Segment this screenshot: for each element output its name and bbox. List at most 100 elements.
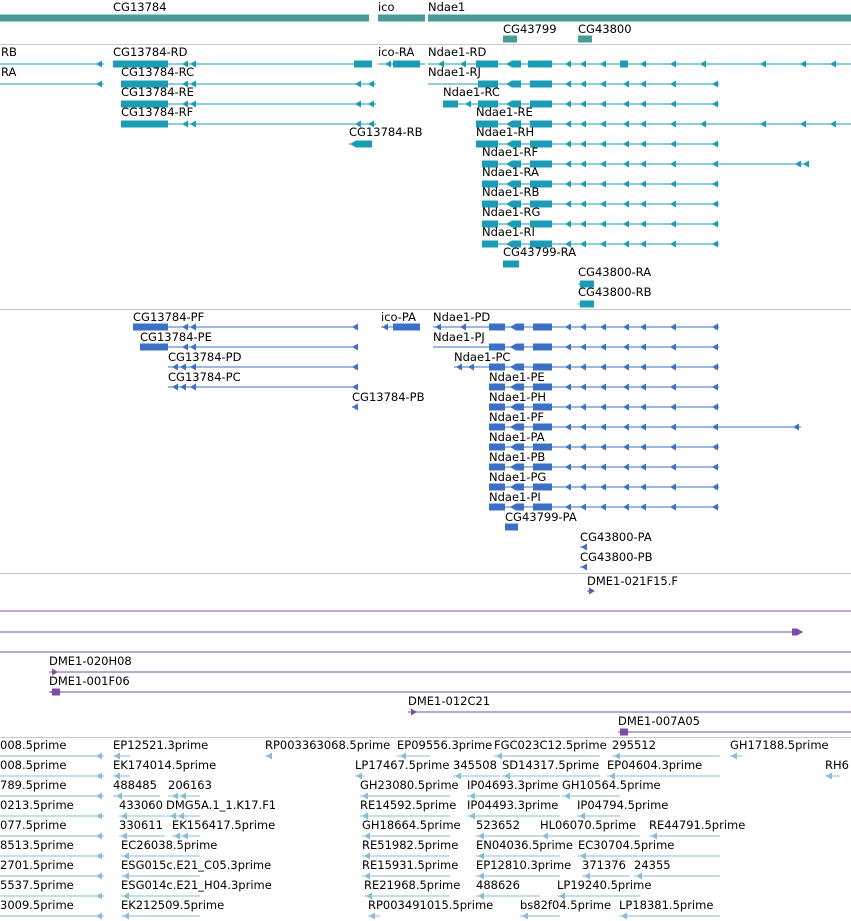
mrna-feature-label[interactable]: CG43799-RA: [503, 245, 577, 259]
est-feature-label[interactable]: 488485: [113, 778, 157, 792]
est-feature-label[interactable]: 523652: [476, 818, 520, 832]
protein-feature-label[interactable]: Ndae1-PG: [489, 470, 547, 484]
protein-feature-label[interactable]: Ndae1-PA: [489, 430, 545, 444]
mrna-feature-label[interactable]: CG13784-RC: [121, 65, 195, 79]
est-feature-label[interactable]: 0213.5prime: [0, 798, 74, 812]
est-feature-label[interactable]: EP04604.3prime: [607, 758, 703, 772]
mrna-feature-label[interactable]: RA: [1, 65, 17, 79]
mrna-feature-label[interactable]: Ndae1-RC: [443, 85, 500, 99]
est-feature-label[interactable]: RE44791.5prime: [649, 818, 746, 832]
mrna-feature-label[interactable]: Ndae1-RB: [482, 185, 540, 199]
est-feature-label[interactable]: LP18381.5prime: [619, 898, 714, 912]
est-feature-label[interactable]: EK156417.5prime: [172, 818, 276, 832]
est-feature-label[interactable]: RP003491015.5prime: [368, 898, 494, 912]
est-feature-label[interactable]: 488626: [476, 878, 520, 892]
mrna-feature-label[interactable]: Ndae1-RH: [476, 125, 535, 139]
est-feature-label[interactable]: 008.5prime: [0, 738, 67, 752]
est-feature-label[interactable]: 206163: [168, 778, 212, 792]
mrna-feature-label[interactable]: Ndae1-RJ: [428, 65, 481, 79]
est-feature-label[interactable]: GH17188.5prime: [730, 738, 829, 752]
est-feature-label[interactable]: RE15931.5prime: [362, 858, 459, 872]
est-feature-label[interactable]: HL06070.5prime: [540, 818, 637, 832]
est-feature-label[interactable]: 008.5prime: [0, 758, 67, 772]
gene-feature-label[interactable]: CG13784: [113, 0, 167, 14]
gene-feature-label[interactable]: Ndae1: [428, 0, 466, 14]
est-feature-label[interactable]: RH6: [825, 758, 849, 772]
mrna-feature-label[interactable]: CG13784-RF: [121, 105, 194, 119]
est-feature-label[interactable]: IP04493.3prime: [467, 798, 559, 812]
clone-feature-label[interactable]: DME1-021F15.F: [587, 574, 678, 588]
est-feature-label[interactable]: ESG015c.E21_C05.3prime: [121, 858, 272, 872]
est-feature-label[interactable]: EP12521.3prime: [113, 738, 209, 752]
protein-feature-label[interactable]: CG43800-PA: [580, 530, 652, 544]
protein-feature-label[interactable]: Ndae1-PC: [454, 350, 511, 364]
est-feature-label[interactable]: 345508: [453, 758, 497, 772]
est-feature-label[interactable]: 2701.5prime: [0, 858, 74, 872]
mrna-feature-label[interactable]: ico-RA: [378, 45, 415, 59]
gene-feature-label[interactable]: CG43799: [503, 22, 557, 36]
protein-feature-label[interactable]: CG13784-PB: [352, 390, 425, 404]
est-feature-label[interactable]: EN04036.5prime: [476, 838, 573, 852]
protein-feature-label[interactable]: Ndae1-PI: [489, 490, 541, 504]
est-feature-label[interactable]: 077.5prime: [0, 818, 67, 832]
est-feature-label[interactable]: EP09556.3prime: [397, 738, 493, 752]
est-feature-label[interactable]: GH18664.5prime: [362, 818, 461, 832]
est-feature-label[interactable]: 3009.5prime: [0, 898, 74, 912]
clone-feature-label[interactable]: DME1-020H08: [49, 654, 132, 668]
clone-feature-label[interactable]: DME1-007A05: [618, 714, 700, 728]
est-feature-label[interactable]: 433060: [119, 798, 163, 812]
mrna-feature-label[interactable]: CG13784-RB: [349, 125, 423, 139]
est-feature-label[interactable]: bs82f04.5prime: [520, 898, 612, 912]
protein-feature-label[interactable]: CG13784-PF: [133, 310, 205, 324]
est-feature-label[interactable]: RE51982.5prime: [362, 838, 459, 852]
est-feature-label[interactable]: EP12810.3prime: [476, 858, 572, 872]
mrna-feature-label[interactable]: Ndae1-RA: [482, 165, 539, 179]
est-feature-label[interactable]: EK212509.5prime: [121, 898, 225, 912]
est-feature-label[interactable]: IP04794.5prime: [577, 798, 669, 812]
est-feature-label[interactable]: FGC023C12.5prime: [494, 738, 607, 752]
mrna-feature-label[interactable]: Ndae1-RI: [482, 225, 535, 239]
protein-feature-label[interactable]: CG43800-PB: [580, 550, 653, 564]
protein-feature-label[interactable]: CG43799-PA: [505, 510, 577, 524]
mrna-feature-label[interactable]: RB: [1, 45, 17, 59]
mrna-feature-label[interactable]: Ndae1-RE: [476, 105, 533, 119]
est-feature-label[interactable]: LP19240.5prime: [557, 878, 652, 892]
est-feature-label[interactable]: EC30704.5prime: [578, 838, 675, 852]
mrna-feature-label[interactable]: CG13784-RD: [113, 45, 188, 59]
protein-feature-label[interactable]: Ndae1-PH: [489, 390, 547, 404]
est-feature-label[interactable]: RP003363068.5prime: [265, 738, 391, 752]
mrna-feature-label[interactable]: CG13784-RE: [121, 85, 194, 99]
clone-feature-label[interactable]: DME1-001F06: [49, 674, 130, 688]
est-feature-label[interactable]: DMG5A.1_1.K17.F1: [166, 798, 277, 812]
est-feature-label[interactable]: RE14592.5prime: [360, 798, 457, 812]
est-feature-label[interactable]: LP17467.5prime: [355, 758, 450, 772]
mrna-feature-label[interactable]: Ndae1-RG: [482, 205, 541, 219]
est-feature-label[interactable]: SD14317.5prime: [502, 758, 600, 772]
est-feature-label[interactable]: 789.5prime: [0, 778, 67, 792]
protein-feature-label[interactable]: CG13784-PC: [168, 370, 241, 384]
mrna-feature-label[interactable]: CG43800-RB: [578, 285, 652, 299]
est-feature-label[interactable]: 371376: [582, 858, 626, 872]
est-feature-label[interactable]: 5537.5prime: [0, 878, 74, 892]
est-feature-label[interactable]: RE21968.5prime: [364, 878, 461, 892]
protein-feature-label[interactable]: Ndae1-PD: [433, 310, 491, 324]
protein-feature-label[interactable]: Ndae1-PB: [489, 450, 546, 464]
gene-feature-label[interactable]: CG43800: [578, 22, 632, 36]
mrna-feature-label[interactable]: Ndae1-RD: [428, 45, 487, 59]
est-feature-label[interactable]: 295512: [612, 738, 656, 752]
gene-feature-label[interactable]: ico: [378, 0, 395, 14]
clone-feature-label[interactable]: DME1-012C21: [408, 694, 491, 708]
protein-feature-label[interactable]: CG13784-PE: [140, 330, 212, 344]
protein-feature-label[interactable]: Ndae1-PJ: [433, 330, 485, 344]
est-feature-label[interactable]: EK174014.5prime: [113, 758, 217, 772]
mrna-feature-label[interactable]: CG43800-RA: [578, 265, 652, 279]
est-feature-label[interactable]: ESG014c.E21_H04.3prime: [121, 878, 272, 892]
est-feature-label[interactable]: IP04693.3prime: [467, 778, 559, 792]
protein-feature-label[interactable]: CG13784-PD: [168, 350, 242, 364]
est-feature-label[interactable]: 8513.5prime: [0, 838, 74, 852]
protein-feature-label[interactable]: Ndae1-PE: [489, 370, 545, 384]
est-feature-label[interactable]: GH10564.5prime: [562, 778, 661, 792]
protein-feature-label[interactable]: Ndae1-PF: [489, 410, 545, 424]
mrna-feature-label[interactable]: Ndae1-RF: [482, 145, 539, 159]
